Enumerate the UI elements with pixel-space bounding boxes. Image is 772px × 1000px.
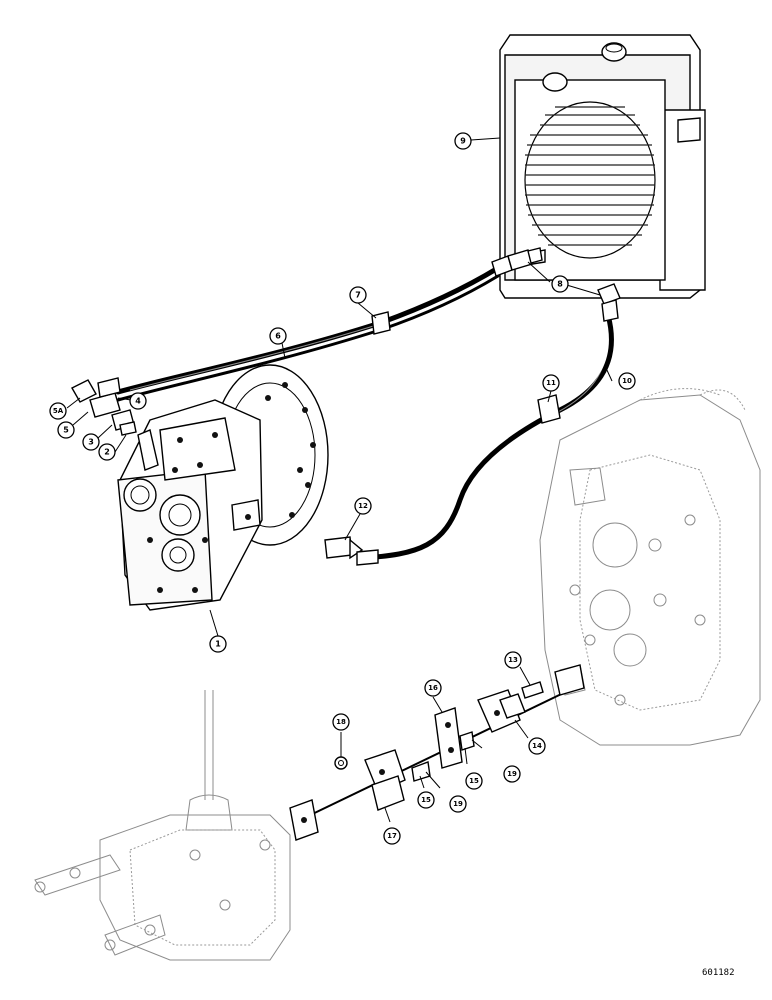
callout: 7	[349, 286, 367, 304]
callout-label: 2	[104, 448, 110, 457]
converter-housing	[117, 364, 329, 611]
callout: 14	[528, 737, 546, 755]
callout-label: 9	[460, 137, 466, 146]
callout-label: 16	[428, 684, 438, 692]
plug-12	[324, 536, 379, 566]
callout-label: 13	[508, 656, 518, 664]
callout: 3	[82, 433, 100, 451]
callout: 18	[332, 713, 350, 731]
callouts: 1 2 3 4 5 5A 6 7 8 9 10 11 12 13 14 15 1…	[49, 132, 636, 845]
callout-label: 19	[453, 800, 463, 808]
radiator-fitting-lower	[597, 283, 621, 322]
callout-label: 11	[546, 379, 556, 387]
callout-label: 5A	[53, 407, 64, 415]
callout: 8	[551, 275, 569, 293]
callout-label: 5	[63, 426, 69, 435]
callout-label: 6	[275, 332, 281, 341]
hose-6-upper	[115, 265, 501, 402]
callout: 19	[503, 765, 521, 783]
callout: 1	[209, 635, 227, 653]
fitting-cluster	[71, 377, 137, 436]
drawing-number: 601182	[702, 968, 735, 978]
callout: 16	[424, 679, 442, 697]
callout: 19	[449, 795, 467, 813]
callout-label: 3	[88, 438, 94, 447]
callout: 5A	[49, 402, 67, 420]
hose-clip-7	[371, 311, 391, 335]
callout-label: 18	[336, 718, 346, 726]
radiator-fitting-upper	[491, 247, 543, 277]
callout: 15	[417, 791, 435, 809]
radiator	[499, 34, 706, 299]
callout-label: 8	[557, 280, 563, 289]
callout-label: 19	[507, 770, 517, 778]
shift-linkage	[289, 664, 585, 841]
callout-label: 15	[469, 777, 479, 785]
leader-lines	[66, 137, 613, 823]
callout-label: 12	[358, 502, 368, 510]
radiator-core-fins	[525, 106, 655, 246]
hose-clip-11	[537, 394, 561, 424]
callout: 4	[129, 392, 147, 410]
callout-label: 10	[622, 377, 632, 385]
callout: 17	[383, 827, 401, 845]
callout-label: 17	[387, 832, 397, 840]
callout-label: 7	[355, 291, 361, 300]
callout-label: 1	[215, 640, 221, 649]
callout-label: 4	[135, 397, 141, 406]
callout-label: 14	[532, 742, 542, 750]
callout: 11	[542, 374, 560, 392]
callout: 13	[504, 651, 522, 669]
callout: 15	[465, 772, 483, 790]
shift-base-ghost	[34, 690, 291, 961]
callout: 6	[269, 327, 287, 345]
hose-10-lower	[357, 312, 614, 561]
callout: 9	[454, 132, 472, 150]
callout: 2	[98, 443, 116, 461]
callout-label: 15	[421, 796, 431, 804]
callout: 5	[57, 421, 75, 439]
callout: 12	[354, 497, 372, 515]
callout: 10	[618, 372, 636, 390]
